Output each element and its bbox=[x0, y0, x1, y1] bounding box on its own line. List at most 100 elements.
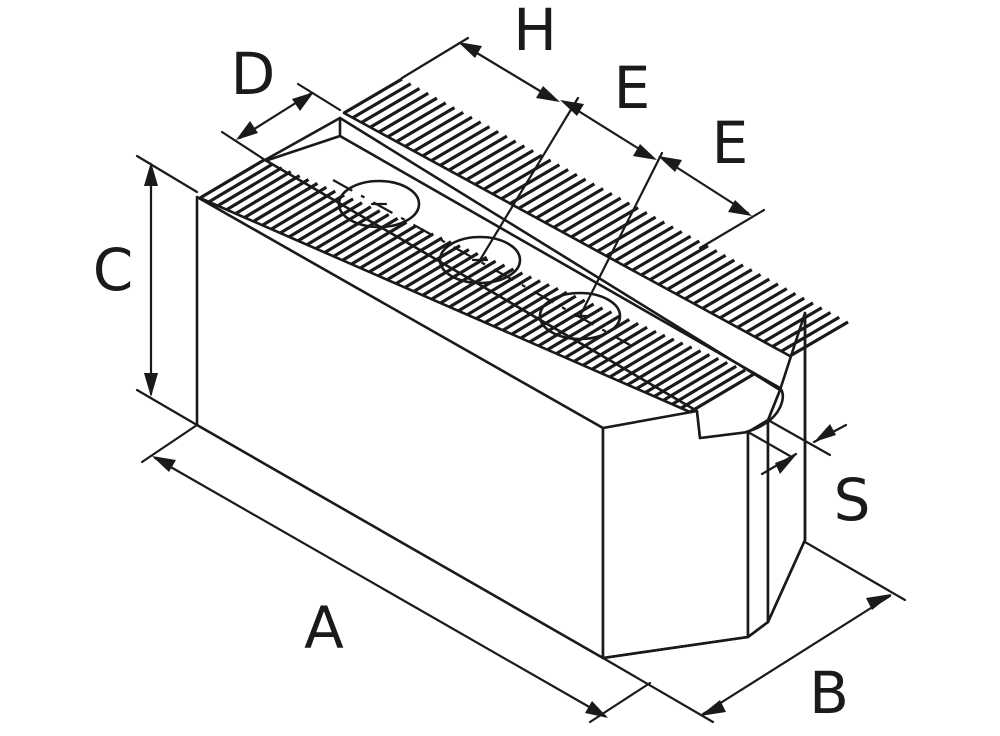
serration-tooth bbox=[780, 315, 841, 353]
serration-tooth bbox=[456, 139, 517, 177]
serration-tooth bbox=[701, 272, 762, 310]
serration-tooth bbox=[395, 244, 461, 285]
serration-tooth bbox=[623, 230, 683, 267]
serration-tooth bbox=[368, 232, 435, 274]
dim-d-ext-right bbox=[296, 82, 342, 112]
serration-tooth bbox=[369, 91, 430, 129]
serration-tooth bbox=[526, 177, 587, 215]
serration-tooth bbox=[605, 220, 666, 258]
serration-tooth bbox=[518, 172, 578, 210]
dim-e2-arrow-left bbox=[658, 156, 682, 172]
dim-h-arrow-left bbox=[458, 42, 482, 58]
serration-tooth bbox=[675, 258, 736, 296]
serration-tooth bbox=[315, 209, 381, 250]
serration-tooth bbox=[789, 320, 849, 358]
serration-tooth bbox=[465, 144, 526, 182]
serration-tooth bbox=[564, 318, 631, 359]
serration-tooth bbox=[332, 216, 399, 258]
bottom-chamfer bbox=[766, 538, 807, 624]
serration-tooth bbox=[377, 236, 443, 278]
serration-tooth bbox=[671, 364, 737, 406]
serration-tooth bbox=[270, 189, 337, 231]
serration-tooth bbox=[561, 196, 622, 234]
serration-tooth bbox=[631, 234, 692, 272]
serration-tooth bbox=[588, 211, 648, 248]
serration-tooth bbox=[323, 213, 390, 254]
serration-tooth bbox=[261, 185, 328, 227]
end-face bbox=[601, 409, 750, 660]
serration-tooth bbox=[404, 110, 465, 148]
dim-s-ext-1 bbox=[766, 418, 832, 457]
dim-d-arrow-right bbox=[292, 92, 314, 111]
serration-tooth bbox=[351, 82, 412, 120]
dim-e-ext-mid bbox=[578, 151, 664, 318]
hole-1 bbox=[337, 179, 421, 229]
serration-tooth bbox=[535, 182, 596, 220]
serration-tooth bbox=[600, 333, 666, 375]
serration-tooth bbox=[662, 360, 729, 402]
serration-tooth bbox=[555, 314, 622, 356]
label-c: C bbox=[92, 236, 134, 304]
serration-tooth bbox=[609, 337, 675, 379]
dim-b-line bbox=[701, 594, 892, 716]
label-d: D bbox=[230, 40, 276, 108]
serration-tooth bbox=[493, 287, 559, 328]
serration-tooth bbox=[234, 174, 301, 215]
bottom-edge-2 bbox=[746, 620, 770, 639]
serration-tooth bbox=[771, 311, 832, 348]
serration-tooth bbox=[306, 205, 372, 247]
channel-back-edge bbox=[266, 134, 342, 162]
serration-tooth bbox=[626, 345, 693, 387]
serration-tooth bbox=[466, 275, 533, 317]
label-s: S bbox=[833, 466, 871, 534]
label-a: A bbox=[304, 594, 344, 662]
serration-tooth bbox=[537, 306, 604, 348]
dim-a-ext-right bbox=[588, 681, 652, 724]
serration-tooth bbox=[475, 279, 541, 320]
dim-c-arrow-top bbox=[144, 162, 158, 186]
serration-tooth bbox=[553, 191, 613, 229]
dim-b-ext-left bbox=[601, 656, 715, 724]
dim-b-arrow-right bbox=[866, 594, 892, 610]
dim-c-ext-bottom bbox=[135, 388, 199, 427]
serration-tooth bbox=[421, 120, 482, 158]
serration-tooth bbox=[288, 197, 354, 239]
serration-tooth bbox=[359, 228, 426, 270]
label-e1: E bbox=[613, 54, 651, 122]
dim-d-ext-left bbox=[220, 130, 267, 162]
serration-tooth bbox=[421, 255, 488, 297]
dim-a-line bbox=[153, 456, 607, 718]
serration-tooth bbox=[635, 349, 702, 391]
serration-tooth bbox=[448, 134, 508, 172]
serration-tooth bbox=[225, 170, 292, 212]
dim-e1-arrow-right bbox=[633, 144, 657, 160]
serration-tooth bbox=[596, 215, 657, 253]
step-face bbox=[746, 418, 770, 639]
serration-tooth bbox=[570, 201, 631, 239]
bottom-edge bbox=[601, 635, 750, 660]
serration-tooth bbox=[360, 87, 421, 124]
serration-tooth bbox=[727, 287, 788, 325]
serration-tooth bbox=[395, 106, 456, 143]
serration-tooth bbox=[684, 263, 744, 301]
serration-tooth bbox=[640, 239, 701, 277]
dim-h-ext-left bbox=[400, 36, 470, 80]
serration-tooth bbox=[350, 224, 417, 266]
dim-h-arrow-right bbox=[536, 86, 560, 102]
serration-tooth bbox=[649, 244, 709, 282]
serration-tooth bbox=[386, 101, 447, 139]
serration-tooth bbox=[736, 292, 797, 329]
serration-tooth bbox=[297, 201, 363, 243]
serration-tooth bbox=[217, 166, 283, 208]
dim-d-arrow-left bbox=[236, 121, 258, 140]
serration-tooth bbox=[582, 325, 648, 367]
dim-s-ext-2 bbox=[746, 430, 792, 458]
serration-tooth bbox=[509, 168, 569, 205]
front-serration-strip bbox=[198, 158, 755, 414]
serration-tooth bbox=[591, 329, 657, 371]
serration-tooth bbox=[343, 77, 403, 115]
serration-tooth bbox=[243, 178, 310, 219]
hole-centerline bbox=[332, 179, 631, 346]
serration-tooth bbox=[614, 225, 674, 263]
